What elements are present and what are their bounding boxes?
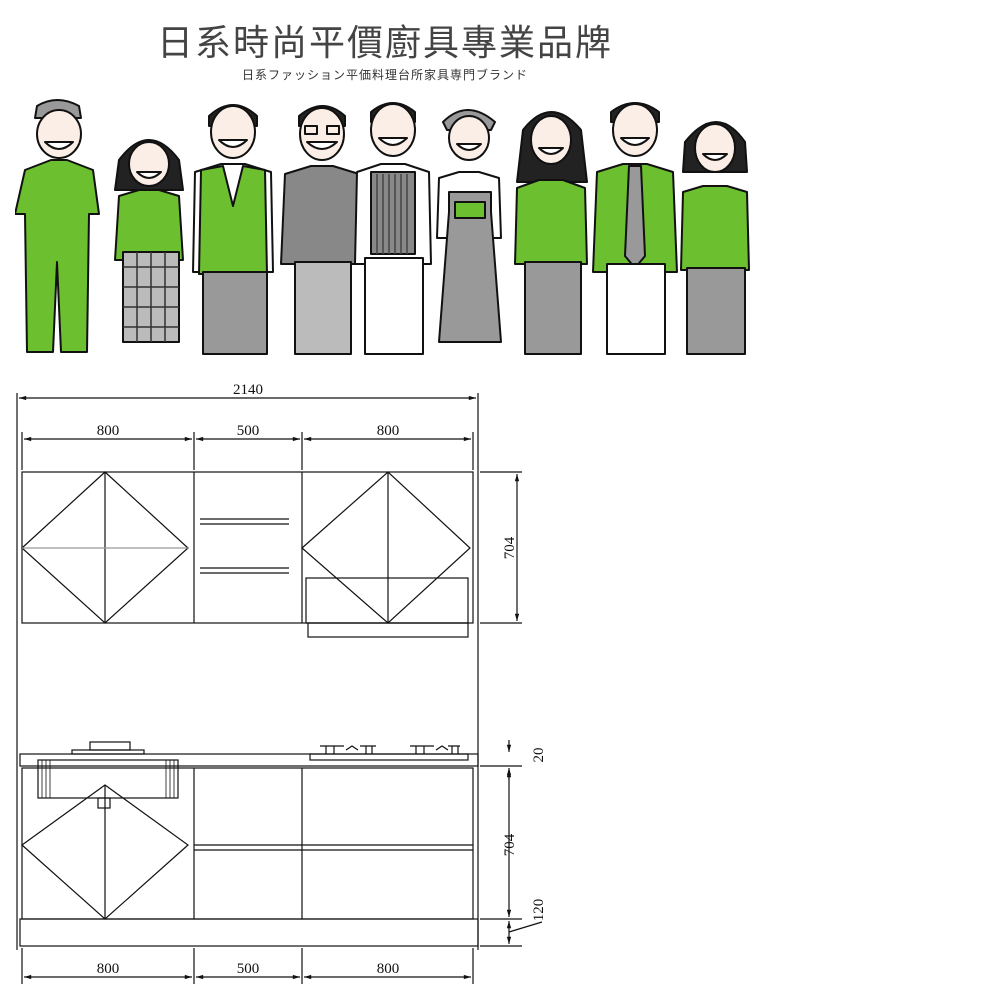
staff-illustration	[15, 99, 750, 355]
page-title: 日系時尚平價廚具專業品牌	[156, 23, 613, 64]
dim-top-left: 800	[97, 423, 120, 439]
dim-countertop: 20	[531, 748, 547, 763]
cabinet-dimension-drawing: 2140 800 500 800 704 20 704 120 800 500 …	[16, 382, 547, 984]
character-man-tie	[592, 102, 678, 355]
character-man-glasses-mustache	[280, 105, 364, 355]
character-woman-cardigan	[680, 121, 750, 355]
character-woman-apron	[436, 109, 502, 343]
dim-top-right: 800	[377, 423, 400, 439]
dim-total-width: 2140	[233, 382, 263, 398]
dim-bottom-left: 800	[97, 961, 120, 977]
dim-upper-height: 704	[502, 536, 518, 559]
character-worker	[15, 99, 100, 353]
dim-bottom-right: 800	[377, 961, 400, 977]
dim-lower-height: 704	[502, 833, 518, 856]
dim-bottom-middle: 500	[237, 961, 260, 977]
character-man-vest	[192, 104, 274, 355]
dim-top-middle: 500	[237, 423, 260, 439]
character-woman-blazer	[514, 111, 588, 355]
character-man-glasses-sweater	[354, 102, 432, 355]
character-woman-bow	[114, 139, 184, 343]
dim-plinth: 120	[531, 899, 547, 922]
page-subtitle: 日系ファッション平価料理台所家具専門ブランド	[241, 68, 528, 82]
